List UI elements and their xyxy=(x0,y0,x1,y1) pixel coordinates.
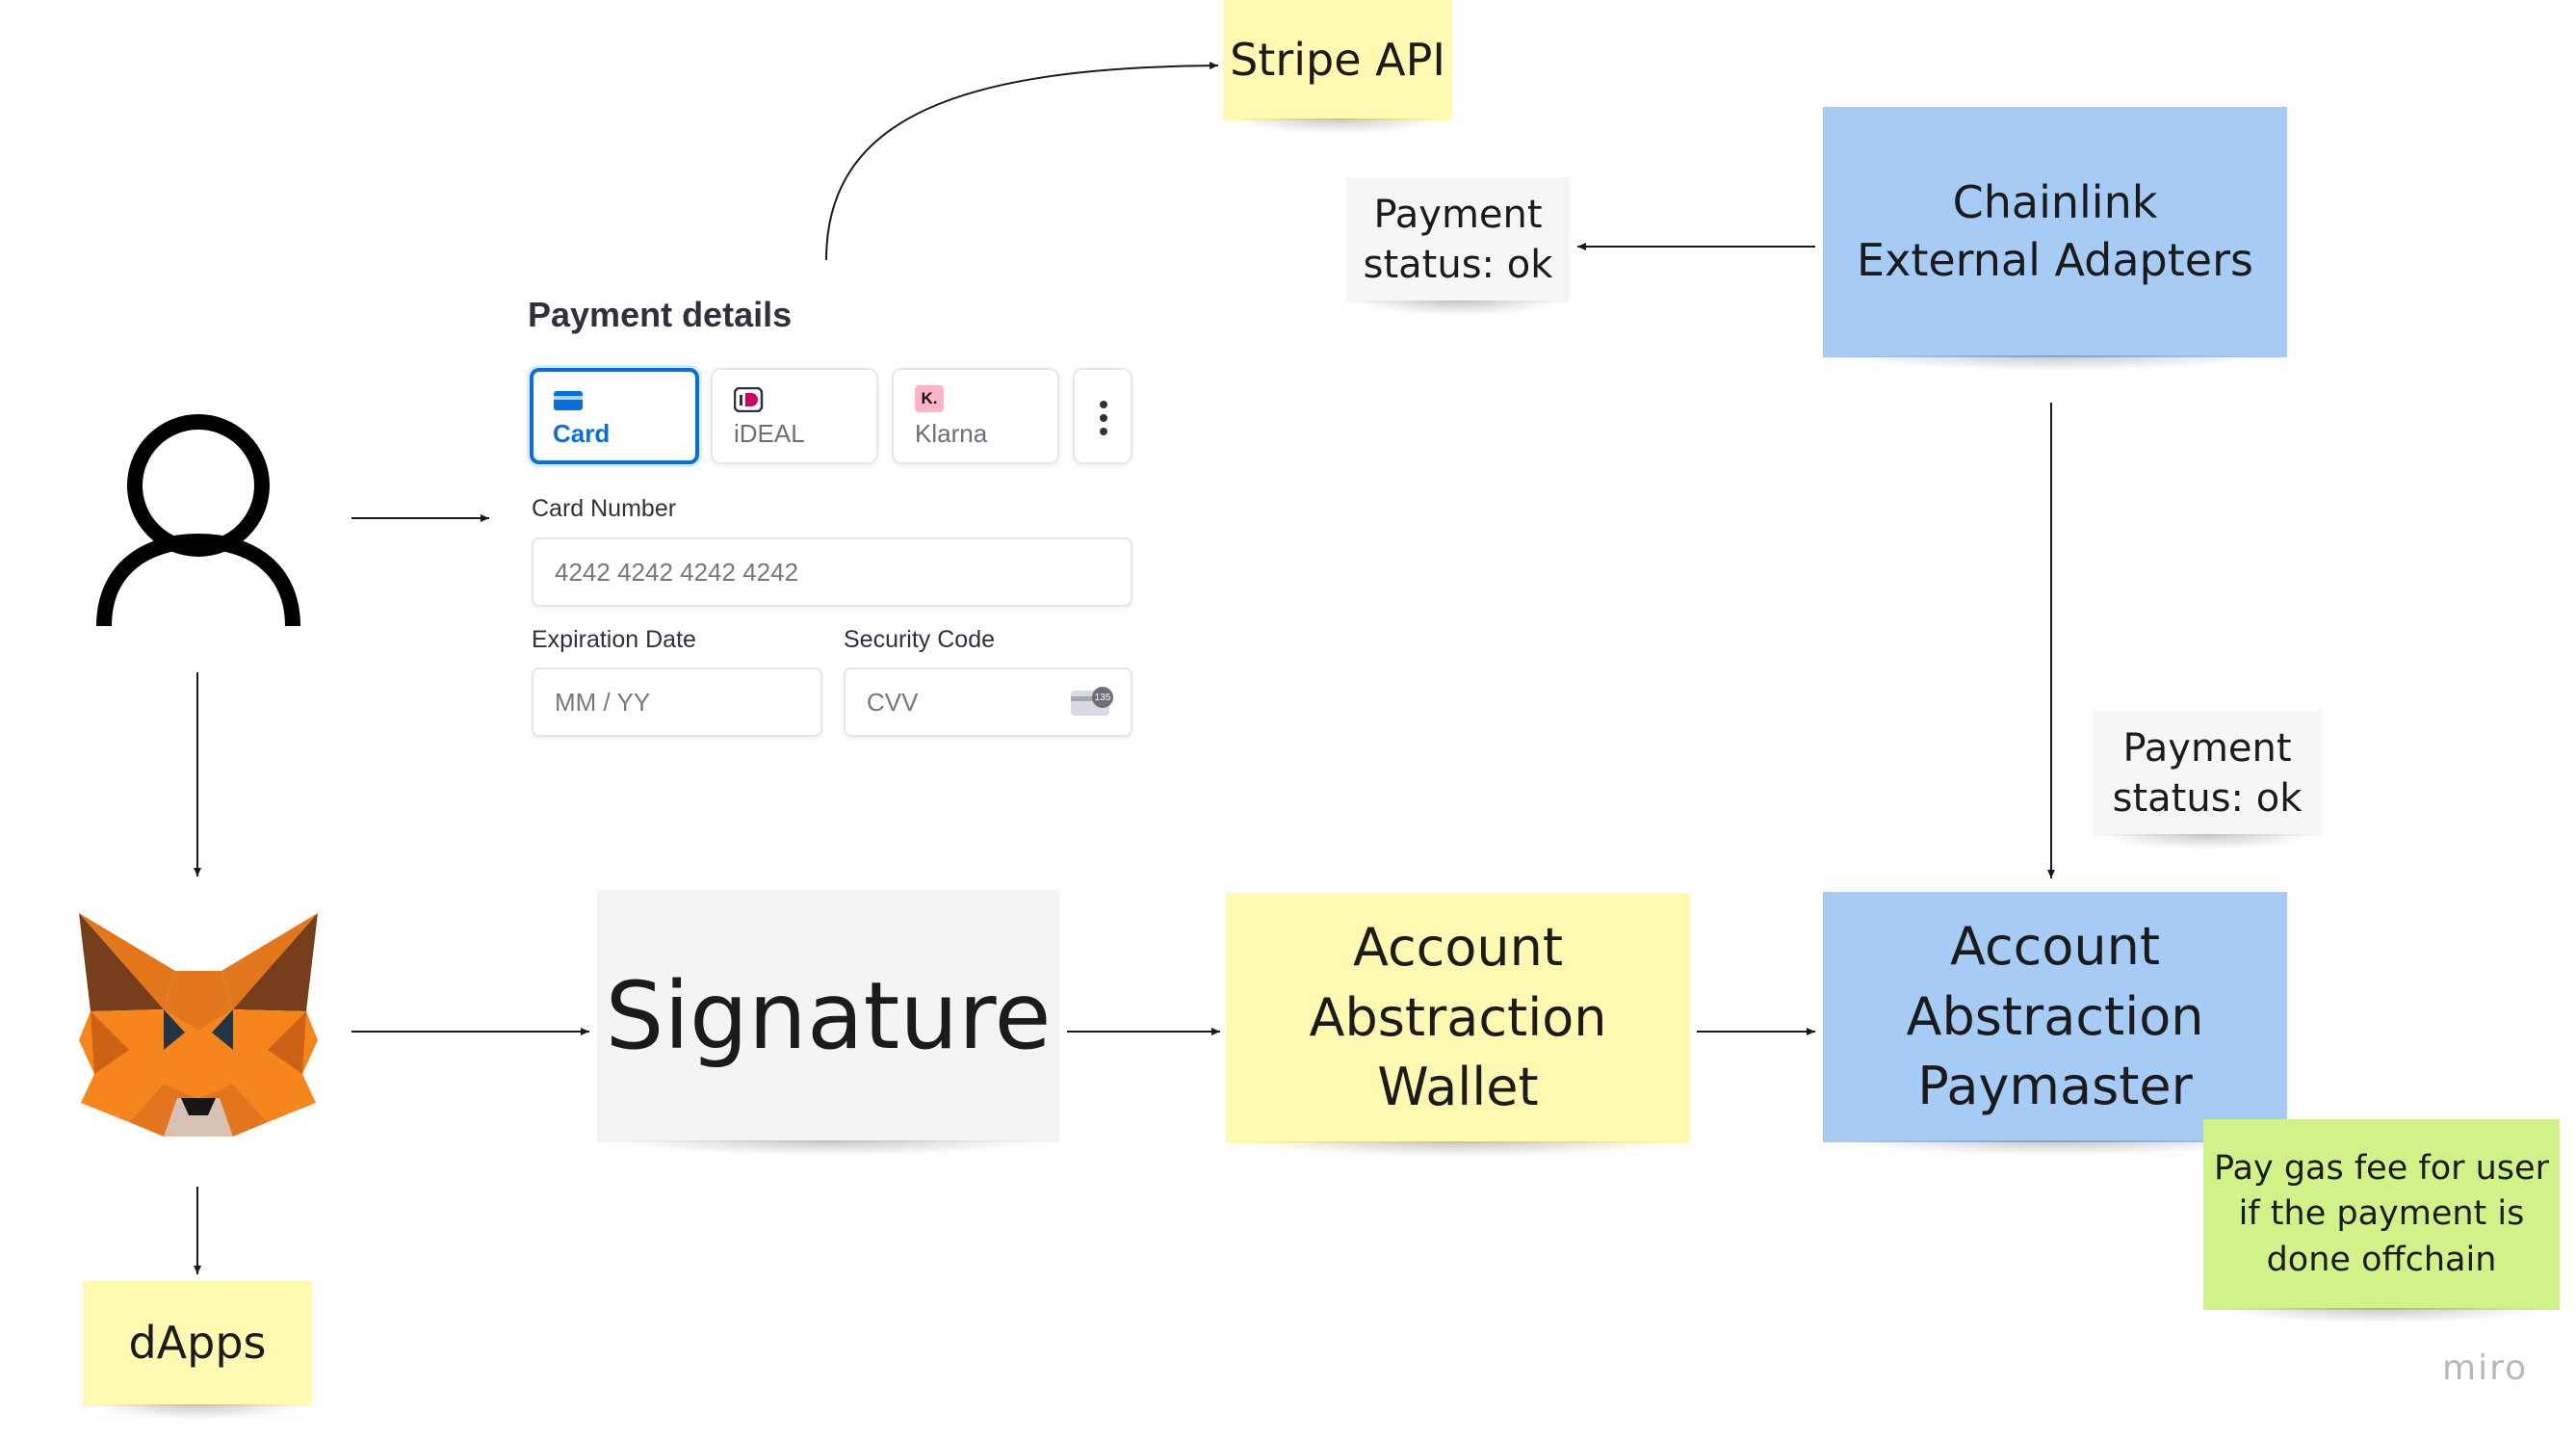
tab-ideal[interactable]: iDEAL xyxy=(711,368,878,464)
expiration-date-input[interactable]: MM / YY xyxy=(532,667,822,737)
arrow-form-to-stripe xyxy=(825,62,1219,261)
payment-status-text: Payment status: ok xyxy=(1363,193,1553,287)
tab-ideal-label: iDEAL xyxy=(734,419,805,448)
cvv-placeholder: CVV xyxy=(867,687,919,717)
klarna-badge-text: K. xyxy=(921,389,938,407)
expiration-date-label: Expiration Date xyxy=(532,626,696,653)
cvc-card-icon: 135 xyxy=(1071,687,1113,716)
security-code-input[interactable]: CVV 135 xyxy=(844,667,1132,737)
dapps-text: dApps xyxy=(128,1317,267,1370)
payment-status-note-right[interactable]: Payment status: ok xyxy=(2093,711,2322,850)
aa-paymaster-note[interactable]: Account Abstraction Paymaster xyxy=(1823,892,2287,1156)
card-number-value: 4242 4242 4242 4242 xyxy=(555,557,799,587)
user-icon xyxy=(96,414,300,627)
tab-klarna-label: Klarna xyxy=(915,419,988,448)
chainlink-note[interactable]: Chainlink External Adapters xyxy=(1823,107,2287,371)
gas-fee-text: Pay gas fee for user if the payment is d… xyxy=(2214,1149,2549,1279)
stripe-api-text: Stripe API xyxy=(1230,33,1445,86)
klarna-icon: K. xyxy=(915,385,944,412)
gas-fee-note[interactable]: Pay gas fee for user if the payment is d… xyxy=(2203,1119,2560,1323)
tab-klarna[interactable]: K. Klarna xyxy=(892,368,1059,464)
payment-details-title: Payment details xyxy=(528,295,793,334)
dapps-note[interactable]: dApps xyxy=(83,1281,312,1420)
chainlink-text: Chainlink External Adapters xyxy=(1857,176,2253,286)
aa-paymaster-text: Account Abstraction Paymaster xyxy=(1906,915,2204,1117)
payment-status-note-top[interactable]: Payment status: ok xyxy=(1346,177,1570,316)
more-vertical-icon xyxy=(1100,401,1107,435)
tab-card[interactable]: Card xyxy=(530,368,699,464)
security-code-label: Security Code xyxy=(844,626,996,653)
expiration-placeholder: MM / YY xyxy=(555,687,651,717)
more-payment-methods-button[interactable] xyxy=(1073,368,1132,464)
metamask-fox-icon xyxy=(79,913,318,1137)
payment-status-text: Payment status: ok xyxy=(2112,726,2303,821)
card-icon xyxy=(554,391,583,410)
aa-wallet-text: Account Abstraction Wallet xyxy=(1309,916,1607,1118)
tab-card-label: Card xyxy=(553,419,611,448)
payment-details-form: Payment details Card iDEAL K. Klarna Car… xyxy=(526,289,1142,751)
miro-watermark: miro xyxy=(2442,1348,2529,1388)
ideal-icon xyxy=(734,387,764,412)
signature-note[interactable]: Signature xyxy=(597,890,1059,1156)
signature-text: Signature xyxy=(605,961,1052,1070)
aa-wallet-note[interactable]: Account Abstraction Wallet xyxy=(1226,893,1690,1157)
cvc-badge-text: 135 xyxy=(1094,692,1111,703)
card-number-input[interactable]: 4242 4242 4242 4242 xyxy=(532,537,1132,607)
stripe-api-note[interactable]: Stripe API xyxy=(1223,0,1452,134)
card-number-label: Card Number xyxy=(532,495,677,522)
